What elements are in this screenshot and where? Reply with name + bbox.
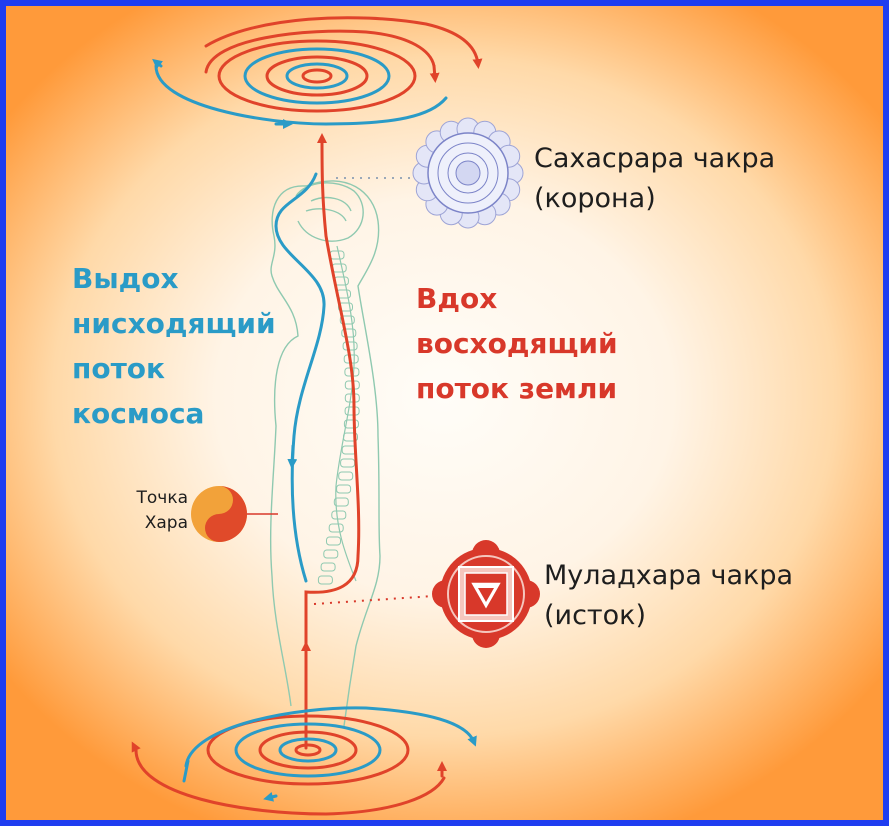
ascending-flow xyxy=(301,133,361,750)
inhale-line-3: поток земли xyxy=(416,372,618,405)
top-vortex xyxy=(152,16,483,129)
energy-flow-diagram xyxy=(131,16,540,816)
exhale-line-3: поток xyxy=(72,352,166,385)
sahasrara-chakra-icon xyxy=(412,117,524,229)
exhale-line-1: Выдох xyxy=(72,262,179,295)
muladhara-name: Муладхара чакра xyxy=(544,560,794,591)
muladhara-connector xyxy=(313,595,435,605)
sahasrara-label: Сахасрара чакра (корона) xyxy=(534,139,775,219)
inhale-label: Вдох восходящий поток земли xyxy=(416,276,618,411)
inhale-line-1: Вдох xyxy=(416,282,498,315)
hara-label: Точка Хара xyxy=(116,486,188,536)
muladhara-label: Муладхара чакра (исток) xyxy=(544,556,793,636)
exhale-line-2: нисходящий xyxy=(72,307,276,340)
hara-line-2: Хара xyxy=(144,513,188,533)
inhale-line-2: восходящий xyxy=(416,327,618,360)
exhale-label: Выдох нисходящий поток космоса xyxy=(72,256,276,436)
bottom-vortex xyxy=(131,706,477,816)
muladhara-chakra-icon xyxy=(432,540,540,648)
hara-line-1: Точка xyxy=(136,488,188,508)
sahasrara-note: (корона) xyxy=(534,183,656,214)
body-outline xyxy=(269,180,381,727)
exhale-line-4: космоса xyxy=(72,397,205,430)
yin-yang-icon xyxy=(191,486,247,542)
sahasrara-name: Сахасрара чакра xyxy=(534,143,776,174)
descending-flow xyxy=(274,172,326,583)
muladhara-note: (исток) xyxy=(544,600,647,631)
